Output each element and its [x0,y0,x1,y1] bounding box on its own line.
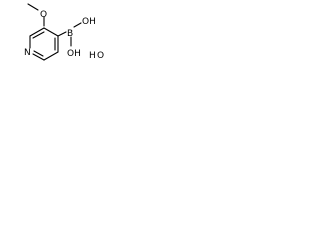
ring-bond-c2-c3-inner [32,31,45,39]
chemical-structure: O N B OH OH H O [24,3,104,61]
bond-ring-boron [57,31,67,37]
ring-bond-c6-n [32,53,45,61]
atom-ring-nitrogen: N [24,48,31,58]
atom-methyl-oxygen: O [40,10,47,20]
atom-water-oxygen: O [97,51,104,61]
ring-bond-c2-c3 [29,27,45,37]
atom-water-hydrogen: H [89,51,96,61]
ring-bond-c3-c4 [43,27,59,37]
atom-hydroxyl-upper: OH [82,17,96,27]
bond-boron-oh-upper [73,22,82,28]
ring-bond-c6-n-inner [33,50,44,57]
atom-hydroxyl-lower: OH [67,49,81,59]
atom-boron: B [67,29,73,39]
ring-bond-c5-c6 [43,51,59,61]
bond-methyl-oxygen [27,3,39,11]
